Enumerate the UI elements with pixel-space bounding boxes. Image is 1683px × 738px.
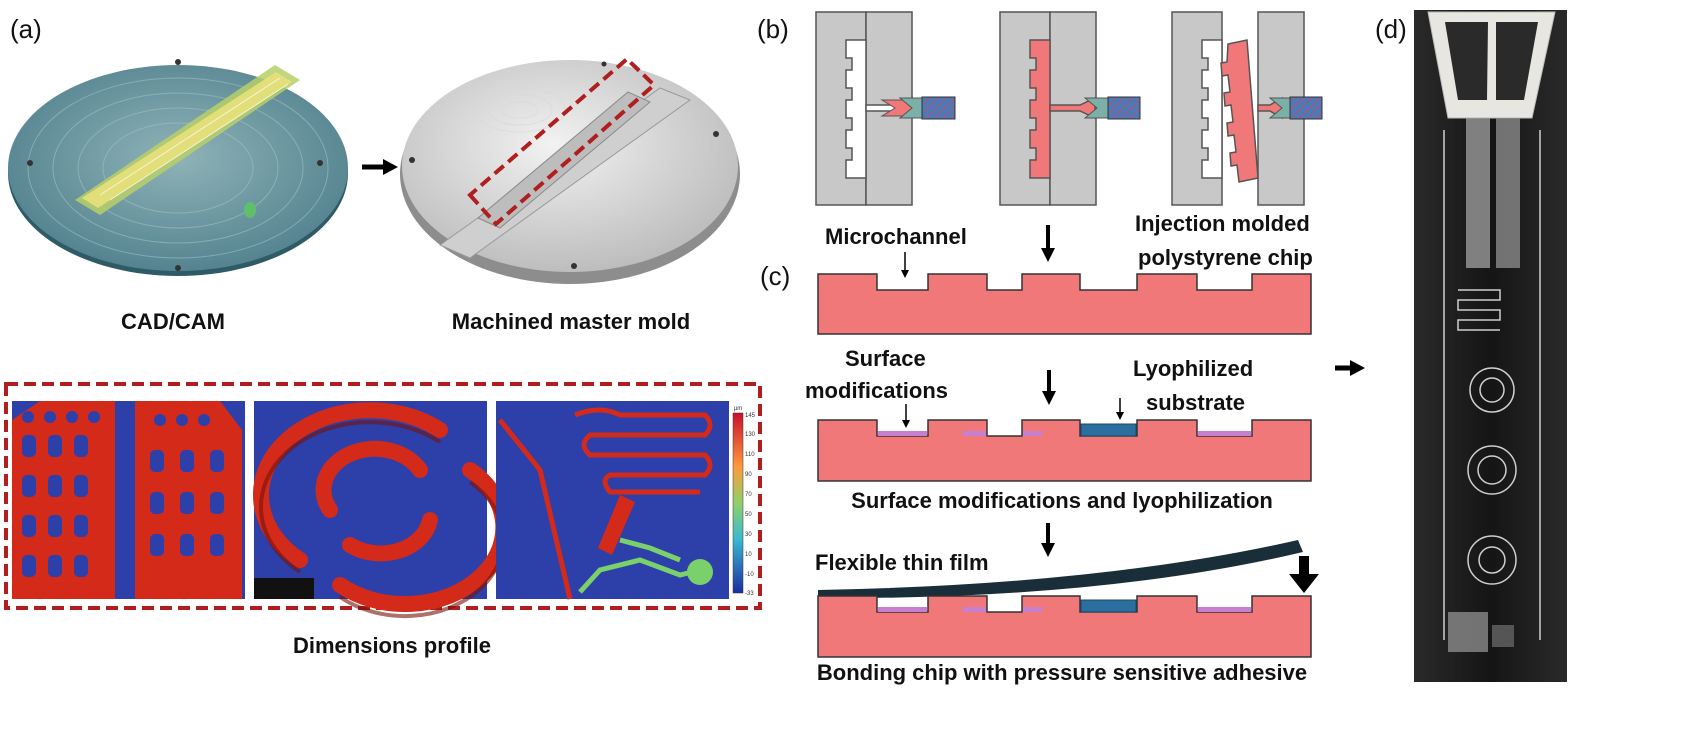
lyophilized-pointer-arrow [1116,398,1124,420]
label-flexible-thin-film: Flexible thin film [815,550,989,575]
colorbar-tick-2: 110 [745,452,755,458]
lyophilized-substrate-block [1080,423,1137,437]
label-polystyrene-chip: polystyrene chip [1138,245,1313,270]
injection-step-2 [999,11,1141,206]
flexible-thin-film [818,540,1303,599]
colorbar-tick-0: 145 [745,413,756,419]
profile-image-serpentine: µm 145 130 110 90 70 50 30 10 -10 -33 [496,401,756,600]
label-lyophilized: Lyophilized [1133,356,1253,381]
colorbar-tick-7: 10 [745,552,752,558]
colorbar: µm 145 130 110 90 70 50 30 10 -10 -33 [732,406,756,597]
label-substrate: substrate [1146,390,1245,415]
caption-surface-and-lyophilization: Surface modifications and lyophilization [851,488,1273,513]
caption-cad-cam: CAD/CAM [121,309,225,334]
cad-cam-disc-image [8,59,348,276]
bonded-lyophilized-block [1080,599,1137,613]
surface-pointer-arrow [902,404,910,428]
pressure-arrow [1289,556,1319,593]
caption-master-mold: Machined master mold [452,309,690,334]
panel-label-c: (c) [760,261,790,291]
colorbar-unit: µm [734,406,742,412]
chip-profile-modified [817,419,1312,482]
colorbar-tick-1: 130 [745,432,756,438]
caption-dimensions-profile: Dimensions profile [293,633,491,658]
master-mold-image [400,60,740,284]
highlight-dashed-box [467,56,657,227]
colorbar-tick-9: -33 [745,591,754,597]
label-modifications: modifications [805,378,948,403]
caption-bonding: Bonding chip with pressure sensitive adh… [817,660,1307,685]
profile-image-pillars [12,401,245,599]
panel-label-b: (b) [757,14,789,44]
microchannel-pointer-arrow [901,252,909,278]
bonded-surface-layers [878,607,1251,612]
colorbar-tick-5: 50 [745,512,752,518]
chip-profile-molded [817,273,1312,335]
label-surface: Surface [845,346,926,371]
panel-label-a: (a) [10,14,42,44]
panel-label-d: (d) [1375,14,1407,44]
chip-profile-bonded [817,595,1312,658]
colorbar-tick-8: -10 [745,572,754,578]
arrow-right-d [1335,360,1365,376]
colorbar-tick-4: 70 [745,492,752,498]
label-injection-molded: Injection molded [1135,211,1310,236]
injection-step-3 [1171,11,1323,206]
arrow-right-a [362,159,398,175]
surface-modification-layers [878,431,1251,436]
profile-image-spiral [252,401,512,619]
injection-step-1 [815,11,956,206]
colorbar-tick-6: 30 [745,532,752,538]
colorbar-tick-3: 90 [745,472,752,478]
arrow-down-2 [1042,370,1056,405]
arrow-down-1 [1041,225,1055,262]
label-microchannel: Microchannel [825,224,967,249]
chip-photo [1414,10,1567,682]
arrow-down-3 [1041,523,1055,557]
